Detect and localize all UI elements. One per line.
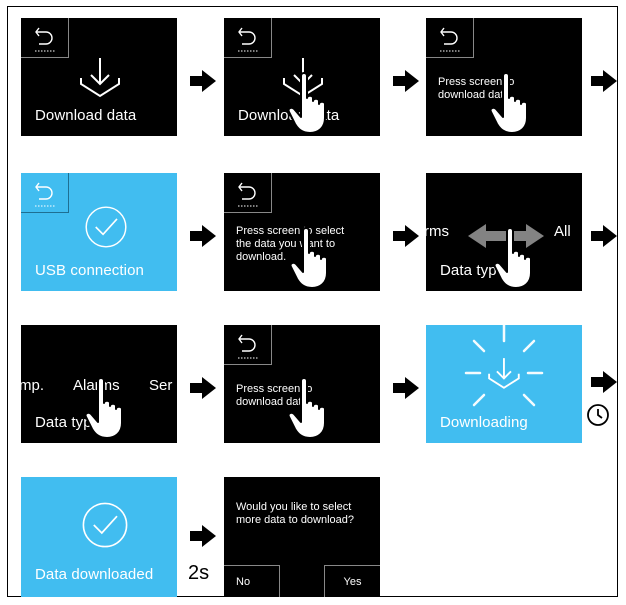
arrow-right-icon <box>591 70 617 92</box>
hand-pointer-icon <box>488 70 532 136</box>
arrow-right-icon <box>393 225 419 247</box>
screen-message: Would you like to select more data to do… <box>236 501 355 526</box>
option-next[interactable]: All <box>554 223 571 240</box>
screen-usb-connection[interactable]: USB connection <box>21 173 177 291</box>
arrow-right-icon <box>393 70 419 92</box>
back-button[interactable] <box>224 18 272 58</box>
arrow-right-icon <box>190 377 216 399</box>
hand-pointer-icon <box>492 225 536 291</box>
download-glow-icon <box>464 325 544 407</box>
hand-pointer-icon <box>286 375 330 441</box>
check-circle-icon <box>84 205 128 249</box>
screen-label: Data downloaded <box>35 566 154 583</box>
screen-download-data-press[interactable]: Download data <box>224 18 380 136</box>
screen-label: Data type <box>440 262 506 279</box>
screen-label: Download data <box>35 107 137 124</box>
screen-message: Press screen to select the data you want… <box>236 225 345 263</box>
option-prev[interactable]: mp. <box>21 377 45 394</box>
screen-data-type-swipe[interactable]: rms All Data type <box>426 173 582 291</box>
option-next[interactable]: Ser <box>149 377 173 394</box>
yes-button[interactable]: Yes <box>324 565 380 597</box>
screen-downloading: Downloading <box>426 325 582 443</box>
option-current[interactable]: Alarms <box>73 377 120 394</box>
back-button[interactable] <box>224 325 272 365</box>
screen-label: USB connection <box>35 262 144 279</box>
instruction-diagram: Download data Download data Press screen… <box>7 6 618 597</box>
screen-press-to-download-2[interactable]: Press screen to download data. <box>224 325 380 443</box>
screen-data-type-alarms[interactable]: mp. Alarms Ser Data type <box>21 325 177 443</box>
arrow-right-icon <box>591 371 617 393</box>
back-icon <box>438 24 462 54</box>
hand-pointer-icon <box>288 225 332 291</box>
no-button[interactable]: No <box>224 565 280 597</box>
screen-select-data[interactable]: Press screen to select the data you want… <box>224 173 380 291</box>
back-icon <box>236 24 260 54</box>
option-prev[interactable]: rms <box>426 223 449 240</box>
back-icon <box>236 179 260 209</box>
screen-label: Data type <box>35 414 101 431</box>
screen-download-data[interactable]: Download data <box>21 18 177 136</box>
back-icon <box>33 24 57 54</box>
back-button[interactable] <box>21 173 69 213</box>
check-circle-icon <box>81 501 129 549</box>
screen-more-data-prompt[interactable]: Would you like to select more data to do… <box>224 477 380 597</box>
hand-pointer-icon <box>83 375 127 441</box>
arrow-right-icon <box>190 225 216 247</box>
arrow-right-icon <box>190 525 216 547</box>
back-button[interactable] <box>224 173 272 213</box>
screen-data-downloaded: Data downloaded <box>21 477 177 597</box>
hand-pointer-icon <box>286 70 330 136</box>
screen-label: Downloading <box>440 414 528 431</box>
back-button[interactable] <box>426 18 474 58</box>
back-button[interactable] <box>21 18 69 58</box>
clock-icon <box>586 403 610 427</box>
screen-press-to-download[interactable]: Press screen to download data. <box>426 18 582 136</box>
download-icon <box>77 54 123 100</box>
back-icon <box>33 179 57 209</box>
arrow-right-icon <box>190 70 216 92</box>
arrow-right-icon <box>393 377 419 399</box>
arrow-right-icon <box>591 225 617 247</box>
back-icon <box>236 331 260 361</box>
delay-label: 2s <box>188 562 210 584</box>
